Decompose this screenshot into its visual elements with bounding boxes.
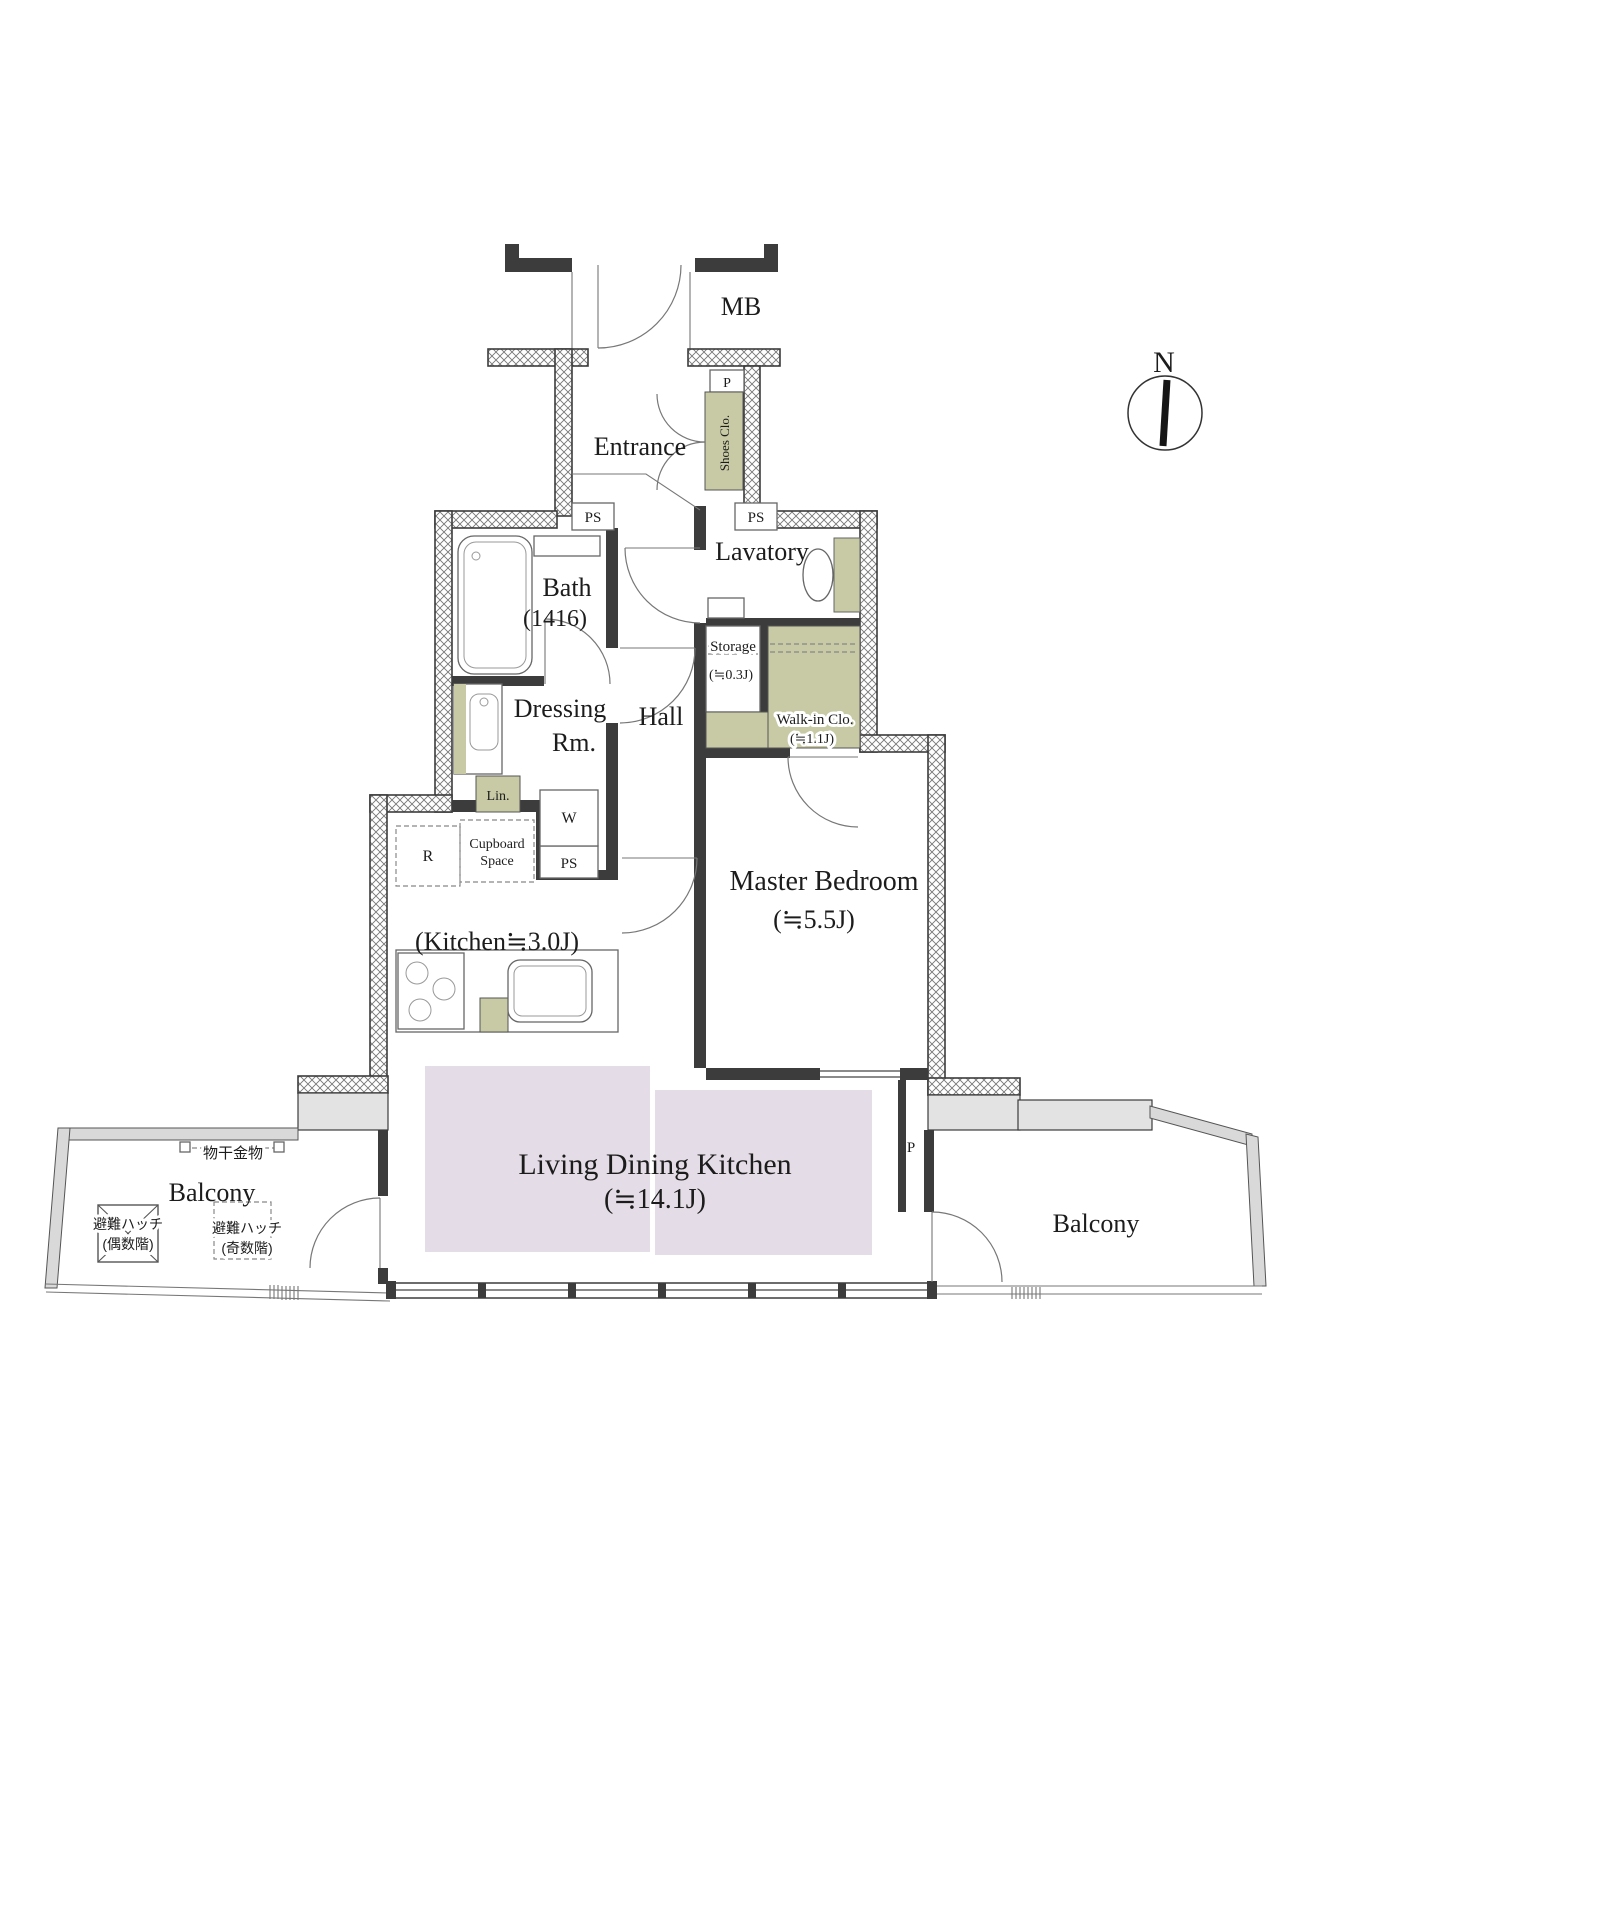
laundry-fitting-label: 物干金物 bbox=[203, 1145, 263, 1162]
compass-needle bbox=[1159, 379, 1171, 447]
storage-label: Storage bbox=[710, 639, 756, 655]
bath-label: Bath bbox=[542, 573, 591, 602]
shoes-closet-doors bbox=[656, 393, 706, 491]
vanity-icon bbox=[453, 683, 503, 775]
corridor-walls bbox=[505, 244, 778, 349]
ldk-size-label: (≒14.1J) bbox=[604, 1184, 706, 1215]
ps-left-label: PS bbox=[585, 510, 602, 526]
ps-box-left bbox=[571, 502, 615, 531]
master-bedroom-label: Master Bedroom bbox=[730, 866, 919, 897]
walkin-closet bbox=[705, 625, 861, 749]
refrigerator-space bbox=[395, 825, 461, 887]
compass-north-label: N bbox=[1153, 346, 1175, 379]
evacuation-hatch-even bbox=[97, 1204, 159, 1263]
refrigerator-label: R bbox=[423, 848, 434, 865]
bath-size-label: (1416) bbox=[523, 606, 587, 632]
balcony-left-door bbox=[309, 1197, 381, 1269]
laundry-fitting bbox=[179, 1141, 285, 1153]
ps-box-right bbox=[734, 502, 778, 531]
compass: N bbox=[1127, 346, 1203, 451]
shoes-closet-label: Shoes Clo. bbox=[717, 415, 732, 471]
kitchen-label: (Kitchen≒3.0J) bbox=[415, 927, 579, 956]
front-door bbox=[597, 264, 682, 349]
windows bbox=[386, 1068, 937, 1299]
railing-ticks-right bbox=[1011, 1287, 1041, 1299]
hall-label: Hall bbox=[639, 702, 684, 731]
p-entrance-label: P bbox=[723, 376, 731, 391]
toilet-icon bbox=[802, 537, 861, 613]
bathtub-icon bbox=[457, 535, 533, 675]
lavatory-label: Lavatory bbox=[715, 537, 809, 566]
washer-space bbox=[539, 789, 599, 847]
balcony-right-label: Balcony bbox=[1053, 1209, 1140, 1238]
lavatory-counter bbox=[707, 597, 745, 619]
hatch-even-label-2: (偶数階) bbox=[102, 1236, 153, 1252]
washer-label: W bbox=[561, 810, 577, 827]
linen-label: Lin. bbox=[487, 789, 510, 804]
ps-right-label: PS bbox=[748, 510, 765, 526]
entrance-step-line bbox=[572, 473, 701, 511]
dressing-label-1: Dressing bbox=[514, 694, 606, 723]
walkin-size-label: (≒1.1J) bbox=[790, 732, 834, 747]
kitchen-counter bbox=[395, 949, 619, 1033]
hall-ldk-door bbox=[621, 857, 698, 934]
ldk-window-band bbox=[386, 1281, 937, 1299]
master-window bbox=[820, 1068, 900, 1080]
ldk-label: Living Dining Kitchen bbox=[518, 1148, 791, 1181]
exterior-walls bbox=[297, 348, 1021, 1096]
cupboard-space bbox=[459, 819, 535, 883]
railing-ticks-left bbox=[269, 1285, 299, 1300]
cupboard-label-1: Cupboard bbox=[469, 837, 524, 852]
hatch-odd-label-1: 避難ハッチ bbox=[212, 1220, 282, 1236]
ldk-rug-left bbox=[425, 1066, 650, 1252]
balcony-left-label: Balcony bbox=[169, 1178, 256, 1207]
dressing-label-2: Rm. bbox=[552, 728, 596, 757]
ps-box-kitchen bbox=[539, 845, 599, 879]
entrance-label: Entrance bbox=[594, 432, 686, 461]
mb-label: MB bbox=[721, 292, 761, 321]
cupboard-label-2: Space bbox=[480, 854, 513, 869]
hatch-odd-label-2: (奇数階) bbox=[221, 1240, 272, 1256]
room-labels: MB Entrance P Shoes Clo. PS PS Bath (141… bbox=[90, 292, 1140, 1259]
dressing-door bbox=[619, 647, 696, 724]
ldk-rug-right bbox=[655, 1090, 872, 1255]
linen-closet bbox=[475, 775, 521, 813]
evacuation-hatch-odd bbox=[213, 1201, 272, 1260]
walkin-label: Walk-in Clo. bbox=[776, 712, 853, 728]
p-balcony-label: P bbox=[907, 1140, 915, 1156]
lavatory-door bbox=[624, 547, 701, 624]
ps-kitchen-label: PS bbox=[561, 856, 578, 872]
hatch-even-label-1: 避難ハッチ bbox=[93, 1216, 163, 1232]
balcony-right-door bbox=[931, 1211, 1003, 1283]
bath-counter bbox=[533, 535, 601, 557]
shoes-closet bbox=[704, 391, 744, 491]
fixtures bbox=[97, 369, 861, 1263]
storage-shelves bbox=[705, 625, 761, 713]
kitchen-cabinet bbox=[479, 997, 509, 1033]
storage-size-label: (≒0.3J) bbox=[709, 668, 753, 683]
doors bbox=[309, 264, 1003, 1283]
balcony-structures bbox=[44, 1092, 1267, 1302]
master-size-label: (≒5.5J) bbox=[773, 905, 855, 934]
master-bedroom-door bbox=[787, 756, 859, 828]
ldk-floor-highlights bbox=[425, 1066, 872, 1255]
bath-door bbox=[544, 618, 611, 685]
